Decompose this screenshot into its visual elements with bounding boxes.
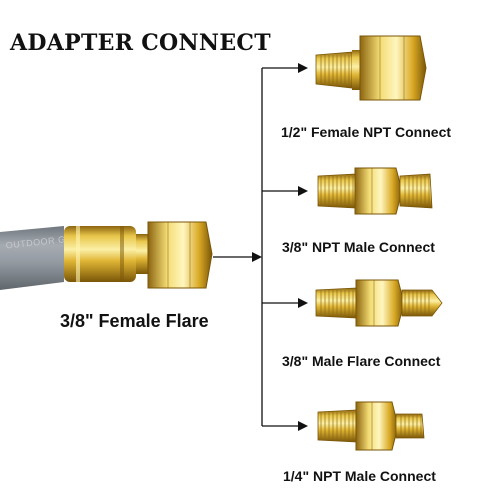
diagram-title: ADAPTER CONNECT [10, 30, 271, 56]
female-flare-nut-icon [147, 221, 213, 289]
male-flare-adapter-icon [315, 279, 443, 327]
hose-assembly: OUTDOOR G [0, 221, 213, 290]
crimp-sleeve [64, 226, 136, 282]
connector-lines [213, 63, 308, 431]
male-npt-adapter-icon [317, 167, 433, 215]
adapter-label-quarter-npt: 1/4" NPT Male Connect [283, 468, 436, 484]
quarter-npt-adapter-icon [317, 401, 425, 451]
adapter-label-male-flare: 3/8" Male Flare Connect [282, 353, 441, 369]
source-fitting-label: 3/8" Female Flare [60, 311, 209, 331]
adapter-label-male-npt: 3/8" NPT Male Connect [282, 239, 435, 255]
hose [0, 226, 64, 290]
fitting-collar [136, 234, 148, 274]
adapter-label-female-npt: 1/2" Female NPT Connect [281, 124, 452, 140]
female-npt-adapter-icon [315, 35, 427, 101]
